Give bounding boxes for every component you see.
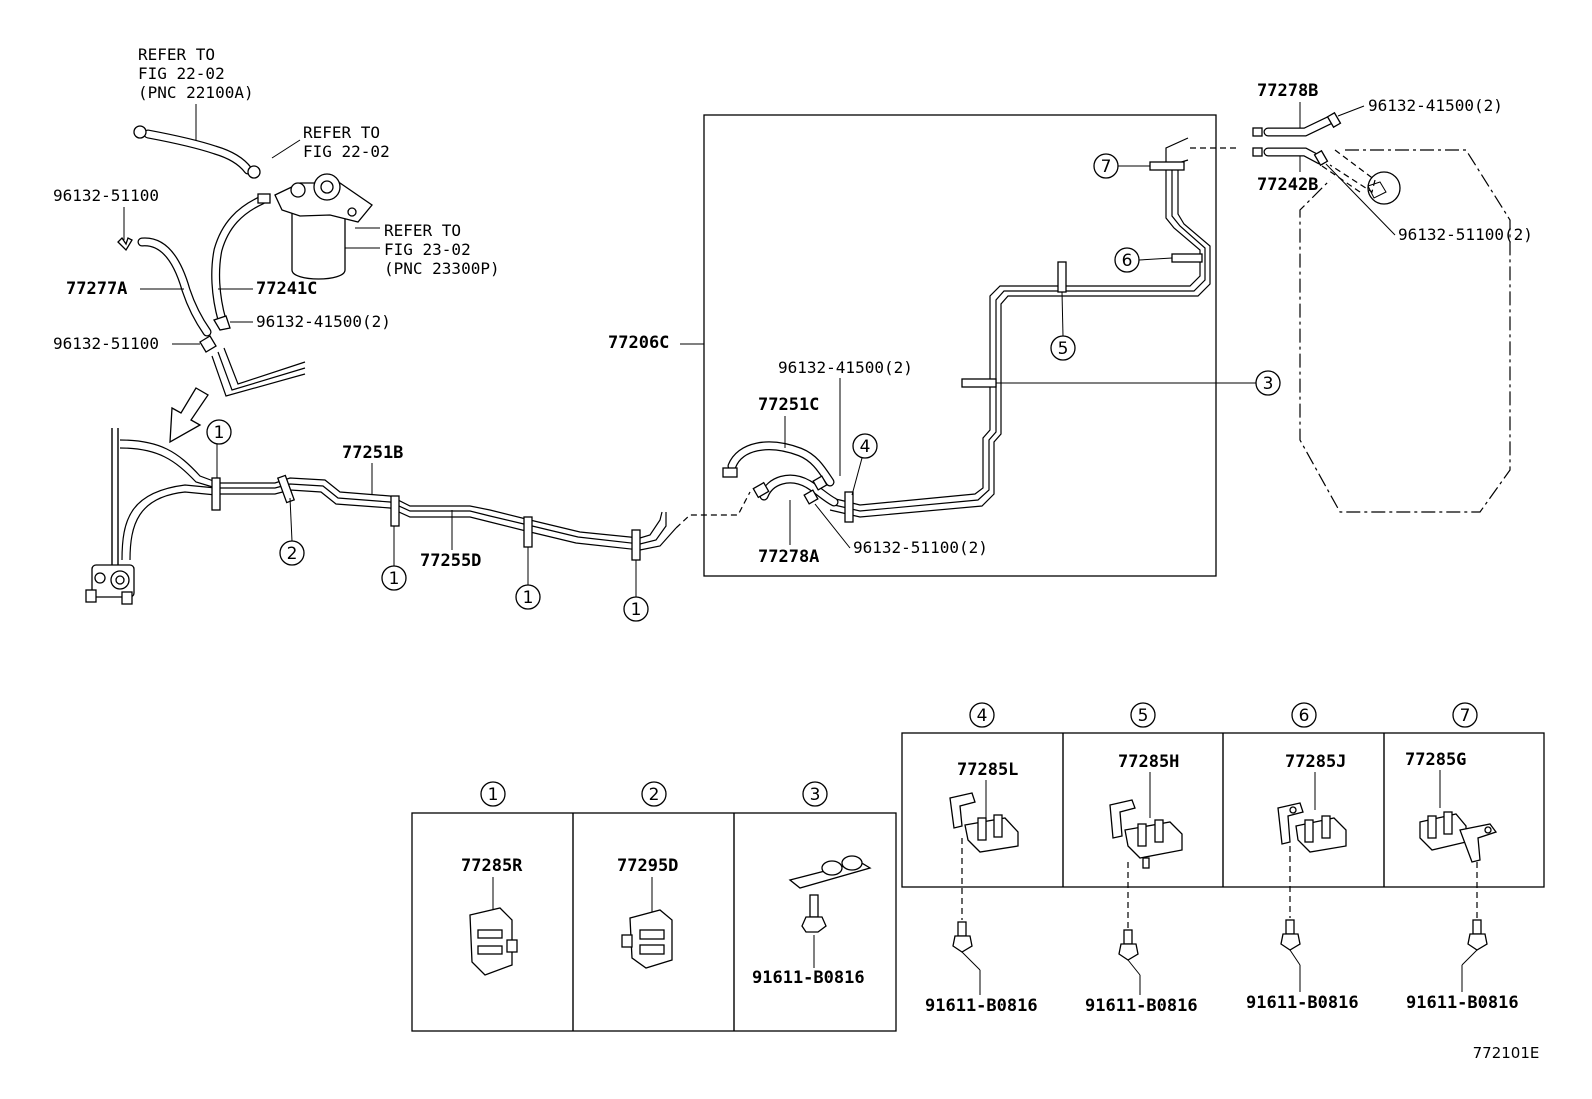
- table-part-77285L: 77285L: [957, 760, 1018, 780]
- refer-note-top: REFER TO FIG 22-02 (PNC 22100A): [138, 45, 254, 140]
- label-96132-51100-b: 96132-51100: [53, 334, 159, 353]
- label-77206C: 77206C: [608, 333, 669, 353]
- clamp-1-b: [390, 495, 400, 527]
- callout-1-c: 1: [523, 588, 534, 608]
- label-96132-41500-c: 96132-41500(2): [1368, 96, 1503, 115]
- label-77251B: 77251B: [342, 443, 403, 463]
- refer-canister-line2: FIG 23-02: [384, 240, 471, 259]
- label-77242B: 77242B: [1257, 175, 1318, 195]
- label-77278A: 77278A: [758, 547, 819, 567]
- clamp-5: [1057, 261, 1067, 293]
- callout-7: 7: [1101, 157, 1112, 177]
- label-96132-51100-a: 96132-51100: [53, 186, 159, 205]
- top-left-labels: 96132-51100 77277A 77241C 96132-41500(2)…: [53, 186, 391, 353]
- clamp-77285L-drawing: [949, 792, 1019, 853]
- table-callout-1: 1: [488, 785, 499, 805]
- clamp-3-drawing: [788, 855, 872, 933]
- fuel-pump-assembly: [85, 428, 217, 605]
- charcoal-canister: [274, 173, 373, 280]
- fuel-tank-area: 77278B 96132-41500(2) 77242B 96132-51100…: [1190, 81, 1533, 513]
- table-bolt-4: 91611-B0816: [925, 996, 1038, 1016]
- refer-top-line3: (PNC 22100A): [138, 83, 254, 102]
- table-part-77285R: 77285R: [461, 856, 523, 876]
- label-77255D: 77255D: [420, 551, 481, 571]
- bolt-4: [952, 921, 973, 953]
- refer-top-line1: REFER TO: [138, 45, 215, 64]
- clamp-7: [1149, 161, 1185, 171]
- label-77278B: 77278B: [1257, 81, 1318, 101]
- bolt-5: [1118, 929, 1139, 961]
- clamp-table-bottom: 1 2 3 77285R 77295D 91611-B0816: [411, 781, 897, 1032]
- callout-5: 5: [1058, 339, 1069, 359]
- clamp-table-right: 4 5 6 7 77285L 91611-B0816 77285H: [901, 702, 1545, 1016]
- table-callout-6: 6: [1299, 706, 1310, 726]
- clamp-77285R-drawing: [469, 907, 518, 976]
- clamp-6: [1171, 253, 1203, 263]
- tube-detail-box: 77206C 7 6 5 3 4: [608, 114, 1281, 577]
- table-part-77295D: 77295D: [617, 856, 678, 876]
- table-callout-5: 5: [1138, 706, 1149, 726]
- table-callout-7: 7: [1460, 706, 1471, 726]
- refer-canister-line1: REFER TO: [384, 221, 461, 240]
- clamp-77285J-drawing: [1277, 802, 1347, 853]
- callout-3: 3: [1263, 374, 1274, 394]
- callout-1-d: 1: [631, 600, 642, 620]
- callout-4: 4: [860, 437, 871, 457]
- refer-canister-line3: (PNC 23300P): [384, 259, 500, 278]
- table-bolt-6: 91611-B0816: [1246, 993, 1359, 1013]
- table-bolt-5: 91611-B0816: [1085, 996, 1198, 1016]
- figure-id: 772101E: [1473, 1044, 1540, 1062]
- label-77251C: 77251C: [758, 395, 819, 415]
- table-callout-3: 3: [810, 785, 821, 805]
- clamp-77295D-drawing: [621, 909, 673, 969]
- refer-note-canister: REFER TO FIG 23-02 (PNC 23300P): [342, 221, 500, 278]
- clamp-1-a: [211, 477, 221, 511]
- callout-6: 6: [1122, 251, 1133, 271]
- clamp-1-c: [523, 516, 533, 548]
- refer-note-right: REFER TO FIG 22-02: [271, 123, 390, 161]
- bolt-7: [1467, 919, 1488, 951]
- clamp-3: [961, 378, 997, 388]
- callout-2: 2: [287, 544, 298, 564]
- refer-top-line2: FIG 22-02: [138, 64, 225, 83]
- upper-hose-assembly: [117, 125, 373, 397]
- bolt-6: [1280, 919, 1301, 951]
- refer-right-line2: FIG 22-02: [303, 142, 390, 161]
- label-96132-41500-a: 96132-41500(2): [256, 312, 391, 331]
- label-96132-51100-c: 96132-51100(2): [853, 538, 988, 557]
- callout-1-b: 1: [389, 569, 400, 589]
- label-96132-51100-d: 96132-51100(2): [1398, 225, 1533, 244]
- label-96132-41500-b: 96132-41500(2): [778, 358, 913, 377]
- label-77241C: 77241C: [256, 279, 317, 299]
- table-bolt-7: 91611-B0816: [1406, 993, 1519, 1013]
- table-part-77285H: 77285H: [1118, 752, 1179, 772]
- table-part-77285J: 77285J: [1285, 752, 1346, 772]
- table-callout-2: 2: [649, 785, 660, 805]
- table-bolt-3: 91611-B0816: [752, 968, 865, 988]
- clamp-2: [276, 474, 296, 504]
- clamp-77285G-drawing: [1419, 811, 1498, 863]
- refer-right-line1: REFER TO: [303, 123, 380, 142]
- label-77277A: 77277A: [66, 279, 127, 299]
- callout-1-a: 1: [214, 423, 225, 443]
- clamp-77285H-drawing: [1109, 799, 1183, 869]
- main-line-callouts: 1 2 1 1 1 77251B 77255D: [206, 419, 649, 622]
- clamp-1-d: [631, 529, 641, 561]
- table-callout-4: 4: [977, 706, 988, 726]
- clamp-4: [844, 491, 854, 523]
- table-part-77285G: 77285G: [1405, 750, 1466, 770]
- direction-arrow: [169, 387, 209, 444]
